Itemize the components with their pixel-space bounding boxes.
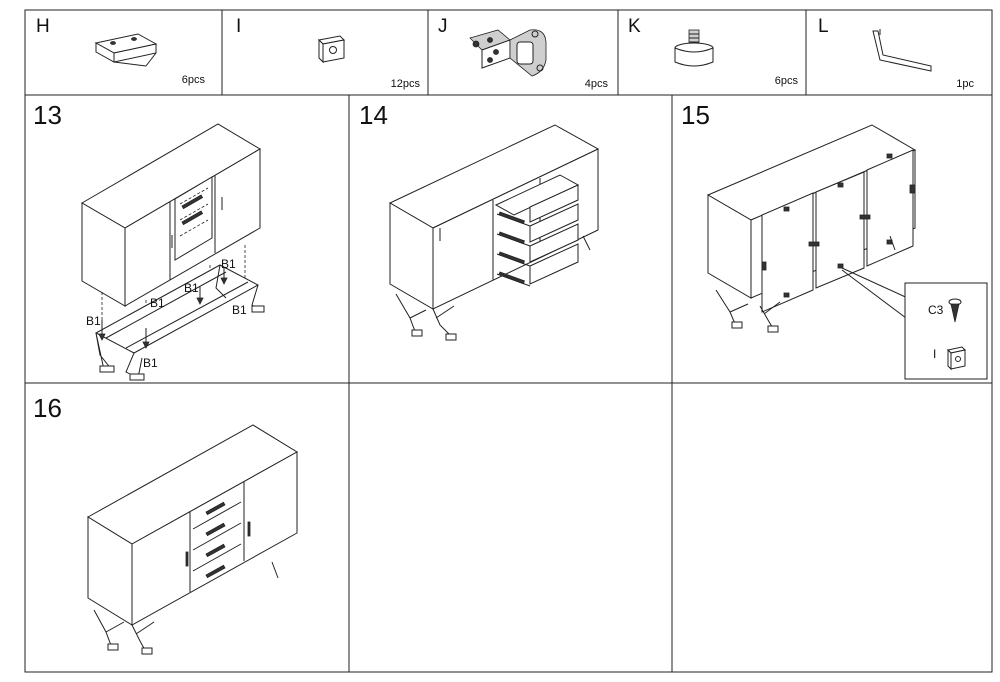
- part-i: I 12pcs: [236, 16, 420, 90]
- part-letter: L: [818, 16, 829, 37]
- callout-label: B1: [150, 296, 165, 310]
- callout-label: B1: [184, 281, 199, 295]
- callout-label: B1: [232, 303, 247, 317]
- grid-lines: [24, 9, 993, 673]
- part-letter: K: [628, 16, 641, 37]
- part-quantity: 12pcs: [391, 78, 421, 90]
- part-quantity: 6pcs: [775, 75, 799, 87]
- step-number: 15: [681, 100, 710, 130]
- part-letter: H: [36, 16, 50, 37]
- callout-label: B1: [143, 356, 158, 370]
- hex-key-icon: [872, 29, 932, 72]
- callout-label: I: [933, 347, 936, 361]
- adjustable-foot-icon: [674, 29, 714, 67]
- part-quantity: 4pcs: [585, 78, 609, 90]
- callout-label: B1: [221, 257, 236, 271]
- hinge-icon: [469, 29, 547, 77]
- part-quantity: 1pc: [956, 78, 974, 90]
- screw-icon: [948, 298, 962, 323]
- step-13-illustration: B1 B1 B1 B1 B1 B1: [81, 123, 265, 381]
- part-h: H 6pcs: [36, 16, 205, 86]
- callout-label: C3: [928, 303, 944, 317]
- part-j: J 4pcs: [438, 16, 608, 90]
- step-16-illustration: [87, 424, 298, 655]
- part-quantity: 6pcs: [182, 74, 206, 86]
- part-l: L 1pc: [818, 16, 974, 90]
- callout-label: B1: [86, 314, 101, 328]
- step-number: 14: [359, 100, 388, 130]
- part-letter: J: [438, 16, 448, 37]
- bracket-icon: [94, 33, 158, 67]
- plug-icon: [317, 35, 346, 64]
- plug-icon: [946, 346, 967, 371]
- step-number: 13: [33, 100, 62, 130]
- step-number: 16: [33, 393, 62, 423]
- step-14-illustration: [388, 124, 600, 341]
- part-k: K 6pcs: [628, 16, 798, 87]
- part-letter: I: [236, 16, 241, 37]
- step-15-illustration: C3 I: [706, 124, 988, 380]
